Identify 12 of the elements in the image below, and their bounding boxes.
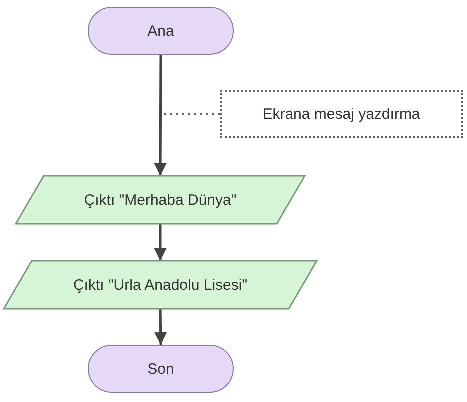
leader-line [161,113,220,115]
terminal-pill [88,345,234,393]
terminal-pill [88,7,234,55]
node-label: Ana [148,22,174,40]
comment-box [220,90,463,138]
arrow [154,308,168,346]
node-label: Ekrana mesaj yazdırma [262,106,420,122]
arrow [154,55,167,176]
arrow [154,224,167,261]
node-label: Son [148,360,174,378]
node-label: Çıktı "Urla Anadolu Lisesi" [73,276,248,294]
node-label: Çıktı "Merhaba Dünya" [84,192,237,208]
